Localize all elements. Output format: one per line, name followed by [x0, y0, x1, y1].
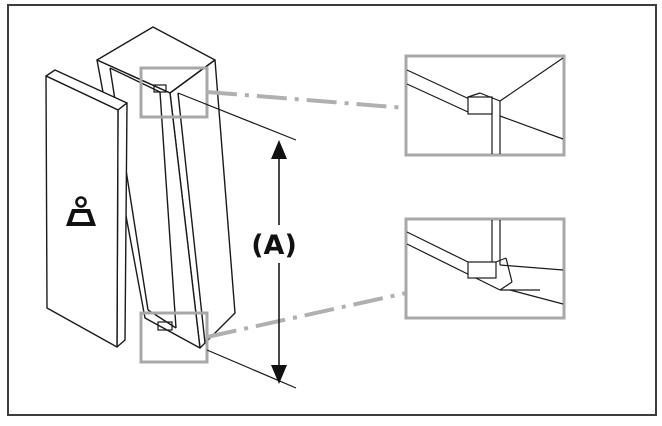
dimension-label-bg [248, 225, 308, 263]
bottom-hinge-part [157, 321, 173, 331]
door-panel [45, 69, 128, 348]
bottom-highlight-box [139, 311, 209, 364]
top-leader-line [206, 90, 407, 110]
bottom-leader-line [206, 291, 407, 339]
bottom-detail-view [404, 217, 566, 320]
dimension-extension-top [177, 92, 297, 141]
top-detail-view [404, 54, 566, 157]
dimension-label: (A) [251, 230, 297, 261]
top-hinge-part [153, 84, 167, 93]
weight-icon [66, 196, 96, 226]
dimension-extension-bottom [206, 349, 297, 389]
